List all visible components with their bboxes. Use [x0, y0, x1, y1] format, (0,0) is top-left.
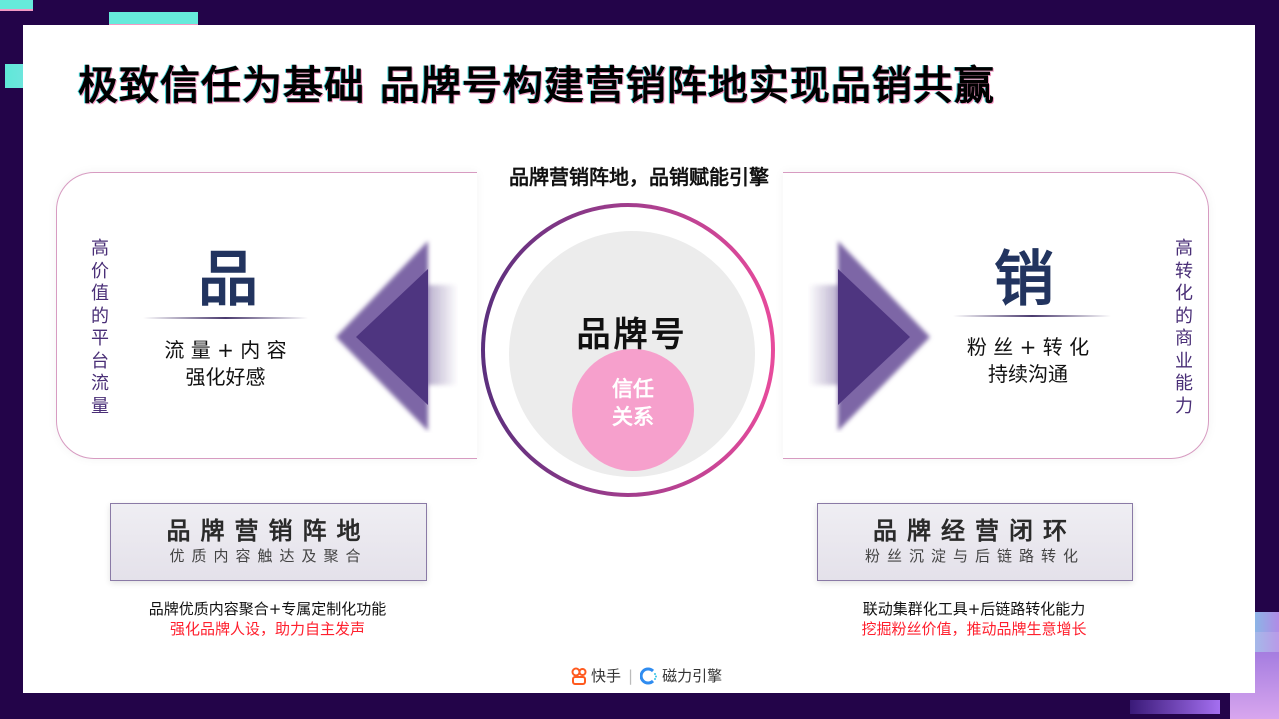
left-vertical-label: 高价值的平台流量	[91, 238, 109, 417]
slide-title: 极致信任为基础 品牌号构建营销阵地实现品销共赢	[78, 63, 995, 109]
right-vertical-label: 高转化的商业能力	[1175, 238, 1193, 417]
left-big-char: 品	[198, 245, 258, 315]
left-desc-line2: 强化好感	[185, 365, 266, 389]
footer-logos: 快手 | 磁力引擎	[571, 665, 722, 686]
magnet-engine-logo-icon	[640, 667, 658, 684]
right-divider	[953, 315, 1111, 317]
left-divider	[143, 317, 308, 319]
kuaishou-label: 快手	[591, 667, 622, 685]
right-big-char: 销	[994, 245, 1054, 315]
left-note-line1: 品牌优质内容聚合+专属定制化功能	[148, 600, 387, 618]
right-desc-line2: 持续沟通	[988, 362, 1068, 386]
right-box: 品牌经营闭环 粉丝沉淀与后链路转化	[817, 503, 1133, 581]
decor-bar-top-left	[0, 0, 33, 11]
right-desc: 粉 丝 + 转 化 持续沟通	[938, 334, 1118, 388]
trust-line1: 信任	[612, 377, 654, 401]
right-box-subtitle: 粉丝沉淀与后链路转化	[864, 547, 1085, 565]
left-note: 品牌优质内容聚合+专属定制化功能 强化品牌人设，助力自主发声	[110, 599, 425, 639]
left-desc-line1: 流 量 + 内 容	[164, 338, 287, 362]
slide-canvas: 极致信任为基础 品牌号构建营销阵地实现品销共赢 品牌营销阵地，品销赋能引擎 高价…	[23, 25, 1255, 693]
right-box-title: 品牌经营闭环	[873, 517, 1077, 545]
decor-bar-bottom	[1130, 700, 1220, 714]
brand-account-title: 品牌号	[576, 315, 688, 355]
left-box: 品牌营销阵地 优质内容触达及聚合	[110, 503, 427, 581]
kuaishou-logo-icon	[571, 667, 587, 685]
right-note: 联动集群化工具+后链路转化能力 挖掘粉丝价值，推动品牌生意增长	[817, 599, 1131, 639]
slide-subtitle: 品牌营销阵地，品销赋能引擎	[509, 165, 769, 189]
brand-account-ring: 品牌号 信任 关系	[481, 203, 775, 497]
right-desc-line1: 粉 丝 + 转 化	[966, 335, 1090, 359]
brand-account-circle: 品牌号 信任 关系	[509, 231, 755, 477]
footer-separator: |	[628, 666, 634, 685]
right-note-line2: 挖掘粉丝价值，推动品牌生意增长	[861, 620, 1087, 638]
left-note-line2: 强化品牌人设，助力自主发声	[169, 620, 365, 638]
right-arrow-icon	[808, 241, 930, 431]
left-box-subtitle: 优质内容触达及聚合	[169, 547, 368, 565]
right-note-line1: 联动集群化工具+后链路转化能力	[862, 600, 1086, 618]
trust-line2: 关系	[612, 405, 654, 429]
trust-circle: 信任 关系	[572, 349, 694, 471]
left-box-title: 品牌营销阵地	[166, 517, 371, 545]
magnet-engine-label: 磁力引擎	[662, 667, 723, 685]
left-desc: 流 量 + 内 容 强化好感	[143, 337, 308, 391]
left-arrow-icon	[336, 241, 458, 431]
